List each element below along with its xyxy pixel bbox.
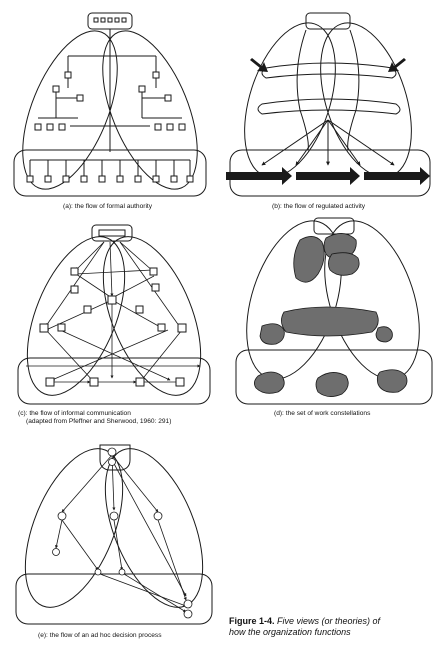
- panel-c-diagram: [17, 224, 211, 405]
- flow-loop-lower: [257, 98, 401, 115]
- panel-c-caption-source: (adapted from Pfeffner and Sherwood, 196…: [26, 418, 172, 425]
- decision-path: [54, 454, 187, 613]
- panel-b-caption: (b): the flow of regulated activity: [272, 203, 366, 210]
- operating-core: [15, 573, 213, 625]
- authority-boxes: [26, 71, 194, 183]
- work-constellations: [254, 233, 408, 397]
- panel-e-diagram: [15, 444, 213, 625]
- technostructure-left: [244, 22, 336, 178]
- communication-links: [26, 241, 201, 384]
- flow-right: [347, 29, 360, 151]
- work-flow-arrows: [226, 167, 430, 185]
- panel-a-diagram: [13, 12, 207, 197]
- strategic-apex: [87, 12, 133, 30]
- operating-core: [17, 357, 211, 405]
- panel-d-diagram: [235, 217, 433, 405]
- flow-loop-upper: [261, 62, 397, 79]
- communication-nodes: [39, 267, 187, 387]
- figure-description-line2: how the organization functions: [229, 627, 351, 637]
- panel-e-caption: (e): the flow of an ad hoc decision proc…: [38, 632, 162, 639]
- apex-box: [98, 229, 126, 237]
- middle-line-right: [104, 448, 204, 608]
- middle-line-left: [22, 30, 118, 190]
- panel-a-caption: (a): the flow of formal authority: [63, 203, 153, 210]
- control-arrows: [261, 119, 395, 166]
- panel-d-caption: (d): the set of work constellations: [274, 410, 371, 417]
- flow-left: [296, 29, 309, 151]
- figure-label: Figure 1-4.: [229, 616, 275, 626]
- thick-input-arrows: [250, 58, 406, 72]
- support-right: [320, 22, 412, 178]
- middle-line-right: [324, 220, 420, 380]
- figure-description-line1: Five views (or theories) of: [277, 616, 381, 626]
- authority-lines: [29, 29, 191, 176]
- decision-nodes: [52, 447, 193, 619]
- strategic-apex: [305, 12, 351, 30]
- middle-line-left: [26, 236, 126, 396]
- apex-boxes: [93, 17, 127, 23]
- strategic-apex: [99, 444, 131, 471]
- middle-line-right: [102, 236, 202, 396]
- panel-c-caption: (c): the flow of informal communication: [18, 410, 131, 417]
- strategic-apex: [91, 224, 133, 242]
- panel-b-diagram: [226, 12, 431, 197]
- middle-line-right: [102, 30, 198, 190]
- figure-caption: Figure 1-4. Five views (or theories) of …: [229, 616, 380, 638]
- operating-core: [235, 349, 433, 405]
- middle-line-left: [24, 448, 124, 608]
